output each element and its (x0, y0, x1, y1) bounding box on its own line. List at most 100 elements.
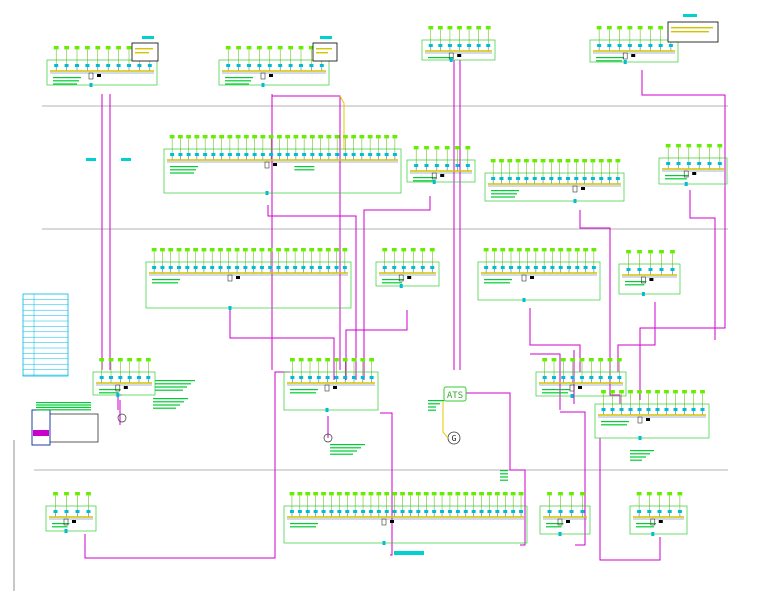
breaker-symbol (455, 510, 460, 513)
panel-outline (45, 505, 97, 532)
panel-text-stripe (625, 284, 645, 286)
load-symbol (169, 135, 175, 139)
panel-text-stripe (290, 392, 316, 394)
load-symbol (664, 390, 669, 394)
load-symbol (289, 492, 295, 496)
load-symbol (550, 248, 555, 252)
breaker-symbol (369, 376, 374, 379)
load-symbol (75, 492, 80, 496)
annotation-text-stripe (428, 409, 436, 411)
breaker-symbol (428, 44, 433, 47)
breaker-symbol (178, 153, 183, 156)
breaker-symbol (659, 268, 664, 271)
breaker-symbol (382, 266, 387, 269)
panel-text-stripe (636, 526, 654, 528)
breaker-symbol (227, 153, 232, 156)
load-symbol (210, 135, 216, 139)
breaker-symbol (75, 510, 80, 513)
breaker-symbol (589, 376, 594, 379)
load-symbol (627, 26, 633, 30)
distribution-panel (406, 146, 476, 184)
main-breaker (227, 274, 233, 282)
panel-text-stripe (53, 80, 79, 82)
ats-symbol: ATS (443, 386, 467, 402)
breaker-symbol (226, 64, 231, 67)
load-symbol (655, 390, 660, 394)
breaker-symbol (495, 510, 500, 513)
feeder-cable (617, 302, 656, 372)
incomer-cable (684, 182, 688, 186)
breaker-symbol (334, 266, 339, 269)
load-symbol (591, 248, 597, 252)
meter-symbol (692, 172, 697, 175)
breaker-symbol (408, 510, 413, 513)
breaker-symbol (516, 177, 521, 180)
breaker-symbol (329, 510, 334, 513)
breaker-symbol (686, 162, 691, 165)
breaker-symbol (491, 177, 496, 180)
breaker-symbol (668, 44, 673, 47)
load-symbol (334, 248, 339, 252)
meter-circle (117, 413, 127, 423)
annotation-text-stripe (155, 386, 187, 388)
breaker-symbol (345, 510, 350, 513)
distribution-panel (535, 358, 627, 398)
load-symbol (437, 26, 443, 30)
main-breaker (557, 518, 563, 526)
breaker-symbol (401, 266, 406, 269)
load-symbol (276, 135, 282, 139)
load-symbol (126, 46, 132, 50)
load-symbol (117, 358, 123, 362)
meter-symbol (646, 418, 650, 421)
breaker-symbol (420, 266, 425, 269)
main-breaker (637, 416, 643, 424)
load-symbol (243, 135, 249, 139)
load-symbol (326, 135, 332, 139)
breaker-symbol (64, 510, 69, 513)
utility-incoming (33, 430, 49, 436)
panel-text-stripe (290, 523, 318, 525)
load-symbol (351, 358, 357, 362)
meter-symbol (390, 520, 394, 523)
load-symbol (177, 135, 183, 139)
panel-text-stripe (53, 77, 81, 79)
load-symbol (657, 492, 662, 496)
load-symbol (682, 390, 687, 394)
breaker-symbol (445, 164, 450, 167)
breaker-symbol (400, 510, 405, 513)
panel-outline (145, 261, 352, 309)
breaker-symbol (676, 162, 681, 165)
breaker-symbol (299, 64, 303, 67)
breaker-symbol (547, 510, 552, 513)
load-symbol (234, 248, 240, 252)
breaker-symbol (569, 510, 574, 513)
breaker-symbol (697, 162, 702, 165)
breaker-symbol (337, 510, 342, 513)
load-symbol (392, 135, 398, 139)
load-symbol (565, 159, 571, 163)
panel-text-stripe (382, 279, 405, 281)
breaker-symbol (376, 153, 381, 156)
panel-text-stripe (665, 178, 687, 180)
breaker-symbol (524, 177, 529, 180)
panel-outline (629, 505, 688, 535)
breaker-symbol (53, 510, 58, 513)
breaker-symbol (657, 510, 662, 513)
load-symbol (227, 135, 233, 139)
breaker-symbol (476, 44, 481, 47)
panel-text-stripe (53, 83, 77, 85)
incomer-cable (573, 199, 577, 203)
feeder-cable (689, 190, 716, 340)
load-symbol (424, 146, 429, 150)
load-symbol (540, 159, 546, 163)
incomer-cable (623, 60, 627, 64)
load-symbol (415, 492, 421, 496)
load-symbol (658, 26, 664, 30)
load-symbol (547, 492, 552, 496)
incomer-cable (116, 393, 120, 397)
load-symbol (384, 492, 390, 496)
distribution-panel (421, 26, 496, 62)
annotation-text-stripe (330, 444, 365, 446)
breaker-symbol (580, 510, 585, 513)
breaker-symbol (471, 510, 476, 513)
